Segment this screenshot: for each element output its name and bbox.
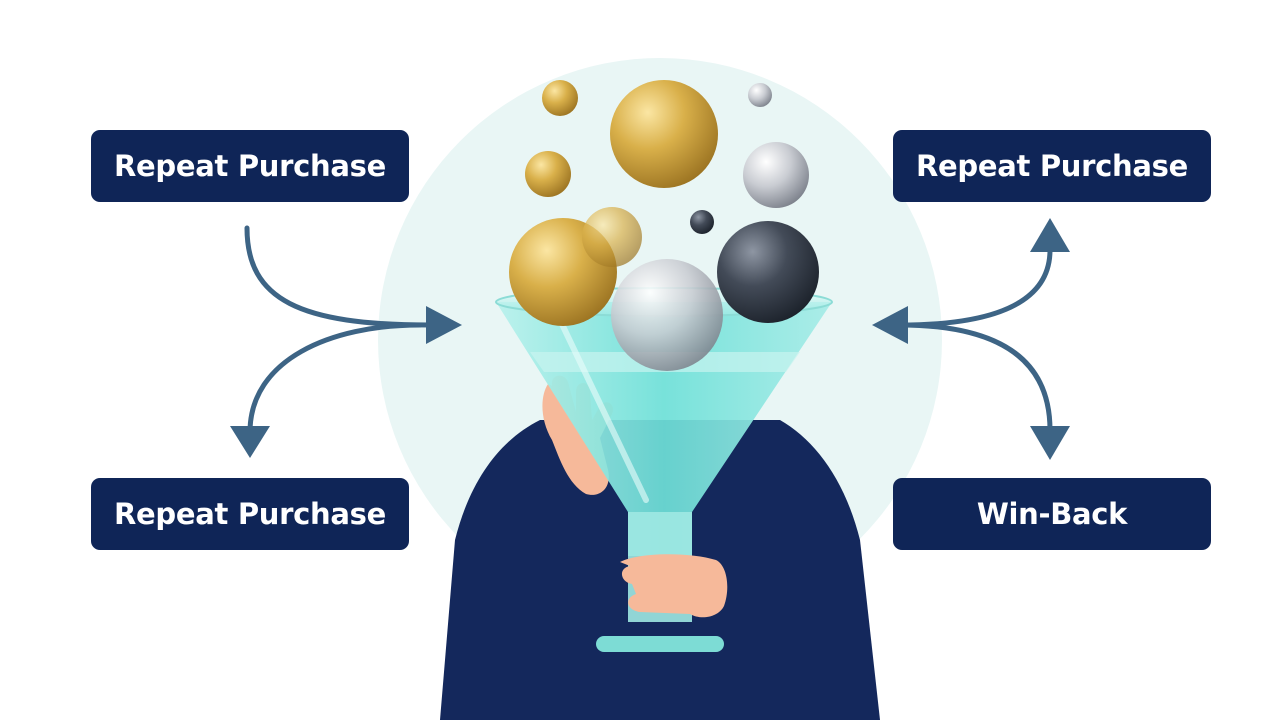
right-arrowhead-left [872, 306, 908, 344]
sphere-icon-gold-small-top [542, 80, 578, 116]
right-arrowhead-up [1030, 218, 1070, 252]
sphere-icon-gold-xl [610, 80, 718, 188]
left-arrowhead-right [426, 306, 462, 344]
left-arrowhead-down [230, 426, 270, 458]
sphere-icon-charcoal-large [717, 221, 819, 323]
left-curved-split-arrow-icon [244, 225, 433, 435]
label-repeat-purchase-top-left: Repeat Purchase [91, 130, 409, 202]
right-arrowhead-down [1030, 426, 1070, 460]
sphere-icon-silver-medium [743, 142, 809, 208]
funnel-highlight [557, 317, 649, 503]
label-win-back-bottom-right: Win-Back [893, 478, 1211, 550]
sphere-icon-charcoal-tiny [690, 210, 714, 234]
sphere-icon-silver-large [611, 259, 723, 371]
label-repeat-purchase-top-right: Repeat Purchase [893, 130, 1211, 202]
right-hand [620, 554, 728, 618]
sphere-icon-gold-faded [582, 207, 642, 267]
sphere-icon-gold-medium [525, 151, 571, 197]
right-curved-split-arrow-icon [897, 247, 1053, 433]
funnel-base [596, 636, 724, 652]
sphere-icon-silver-small-top [748, 83, 772, 107]
label-repeat-purchase-bottom-left: Repeat Purchase [91, 478, 409, 550]
left-hand [542, 375, 613, 495]
